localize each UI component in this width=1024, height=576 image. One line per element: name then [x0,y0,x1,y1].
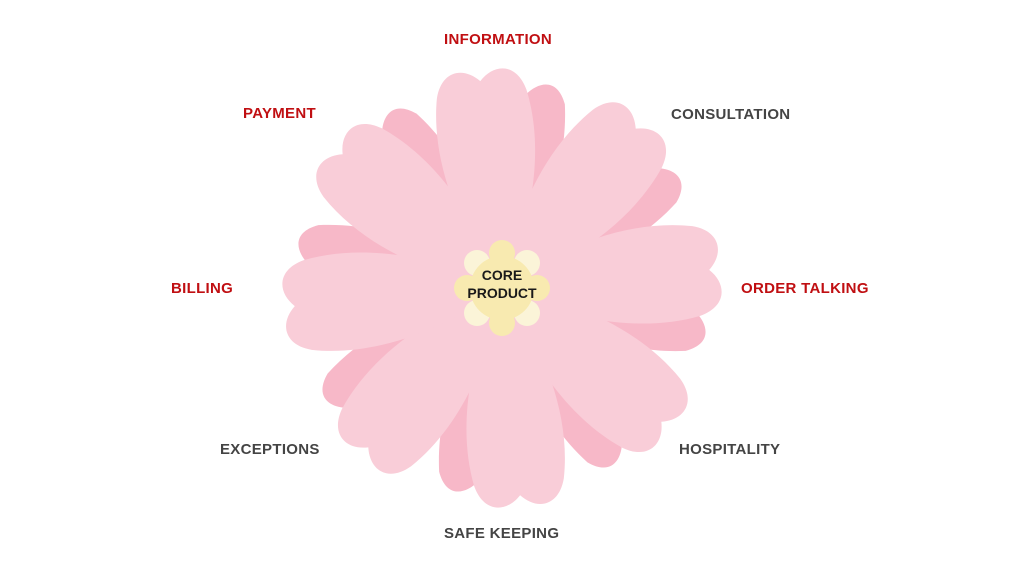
label-information: INFORMATION [444,31,553,48]
label-order-talking: ORDER TALKING [741,280,869,297]
label-consultation: CONSULTATION [671,106,791,123]
core-product-line1: CORE [481,267,523,283]
label-billing: BILLING [171,280,234,297]
core-product-line2: PRODUCT [467,285,537,301]
label-hospitality: HOSPITALITY [679,441,781,458]
label-payment: PAYMENT [243,105,316,122]
label-exceptions: EXCEPTIONS [220,441,320,458]
label-safe-keeping: SAFE KEEPING [444,525,560,542]
flower-center [454,240,550,336]
core-product-label: CORE PRODUCT [452,266,552,302]
